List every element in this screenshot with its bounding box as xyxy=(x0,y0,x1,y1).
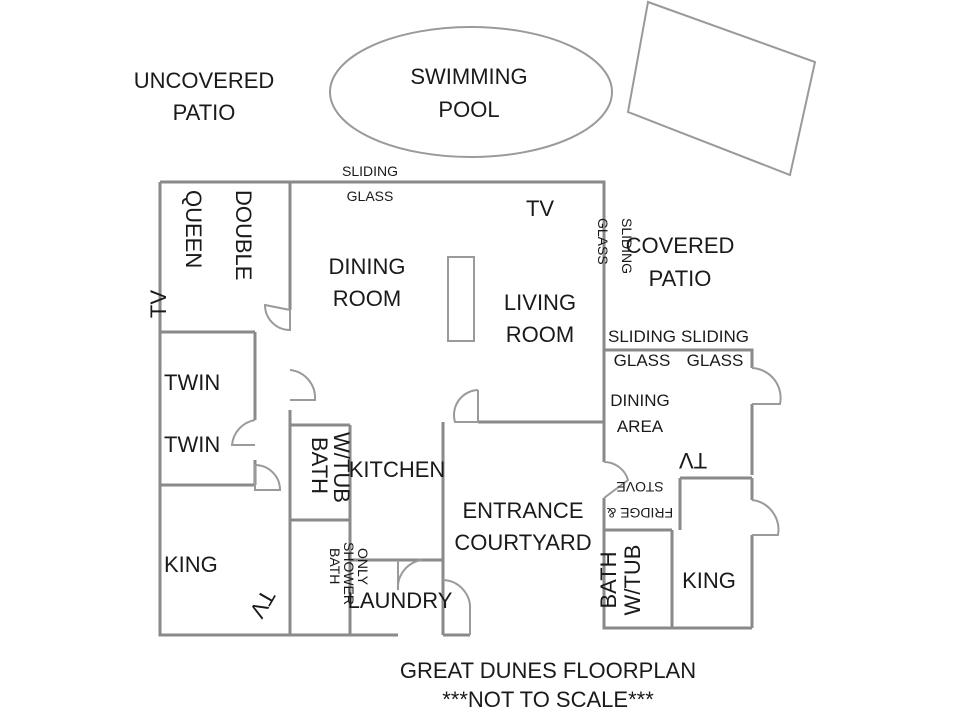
swimming-pool-label-2: POOL xyxy=(438,97,499,122)
footer-note: ***NOT TO SCALE*** xyxy=(442,687,654,712)
stove-label: STOVE xyxy=(616,479,663,495)
door-swings xyxy=(230,303,782,635)
tv-bed1-label: TV xyxy=(146,290,171,318)
uncovered-patio-label-2: PATIO xyxy=(173,100,236,125)
bath-shower-label-2: SHOWER xyxy=(341,542,357,605)
entrance-courtyard-label-2: COURTYARD xyxy=(454,530,591,555)
bath-tub-right-label-2: W/TUB xyxy=(620,545,645,616)
dining-table xyxy=(447,256,475,342)
covered-patio-label-1: COVERED xyxy=(626,233,735,258)
kitchen-label: KITCHEN xyxy=(349,457,446,482)
bath-shower-label-3: ONLY xyxy=(355,548,371,586)
svg-text:BATHW/TUB: BATHW/TUB xyxy=(307,432,354,503)
bath-tub-left-label-2: W/TUB xyxy=(329,432,354,503)
svg-text:BATHSHOWERONLY: BATHSHOWERONLY xyxy=(327,542,371,605)
sliding-glass-a-label-1: SLIDING xyxy=(608,327,676,346)
laundry-label: LAUNDRY xyxy=(348,588,453,613)
sliding-glass-top-label-2: GLASS xyxy=(347,188,394,204)
svg-text:SLIDINGGLASS: SLIDING GLASS xyxy=(342,163,398,204)
dining-area-label-2: AREA xyxy=(617,417,664,436)
sliding-glass-side-label-1: SLIDING xyxy=(619,218,635,274)
bath-tub-right-label-1: BATH xyxy=(596,551,621,608)
swimming-pool-label-1: SWIMMING xyxy=(410,64,527,89)
swimming-pool-shape xyxy=(329,26,613,158)
twin-2-label: TWIN xyxy=(164,432,220,457)
dining-room-label-2: ROOM xyxy=(333,286,401,311)
queen-label: QUEEN xyxy=(181,190,206,268)
living-room-label-2: ROOM xyxy=(506,322,574,347)
entrance-courtyard-label-1: ENTRANCE xyxy=(462,498,583,523)
sliding-glass-side-label-2: GLASS xyxy=(595,218,611,265)
dining-area-label-1: DINING xyxy=(610,391,670,410)
sliding-glass-b-label-2: GLASS xyxy=(687,351,744,370)
footer-title: GREAT DUNES FLOORPLAN xyxy=(400,658,696,683)
twin-1-label: TWIN xyxy=(164,370,220,395)
uncovered-patio-label-1: UNCOVERED xyxy=(134,68,275,93)
sliding-glass-b-label-1: SLIDING xyxy=(681,327,749,346)
bath-shower-label-1: BATH xyxy=(327,548,343,584)
dining-room-label-1: DINING xyxy=(329,254,406,279)
sliding-glass-a-label-2: GLASS xyxy=(614,351,671,370)
living-room-label-1: LIVING xyxy=(504,290,576,315)
sliding-glass-top-label-1: SLIDING xyxy=(342,163,398,179)
outdoor-rectangle-shape xyxy=(626,0,817,177)
tv-living-label: TV xyxy=(526,196,554,221)
tv-annex-label: TV xyxy=(679,448,707,473)
covered-patio-label-2: PATIO xyxy=(649,266,712,291)
svg-text:SLIDINGGLASS: SLIDING GLASS xyxy=(608,327,676,370)
king-left-label: KING xyxy=(164,552,218,577)
fridge-label: FRIDGE & xyxy=(606,505,673,521)
svg-text:SLIDINGGLASS: SLIDING GLASS xyxy=(681,327,749,370)
svg-text:SLIDINGGLASS: SLIDING GLASS xyxy=(595,218,635,274)
double-label: DOUBLE xyxy=(231,190,256,280)
walls xyxy=(158,180,754,637)
bath-tub-left-label-1: BATH xyxy=(307,437,332,494)
tv-king-label: TV xyxy=(244,585,280,622)
king-right-label: KING xyxy=(682,568,736,593)
svg-text:BATHW/TUB: BATHW/TUB xyxy=(596,545,645,616)
